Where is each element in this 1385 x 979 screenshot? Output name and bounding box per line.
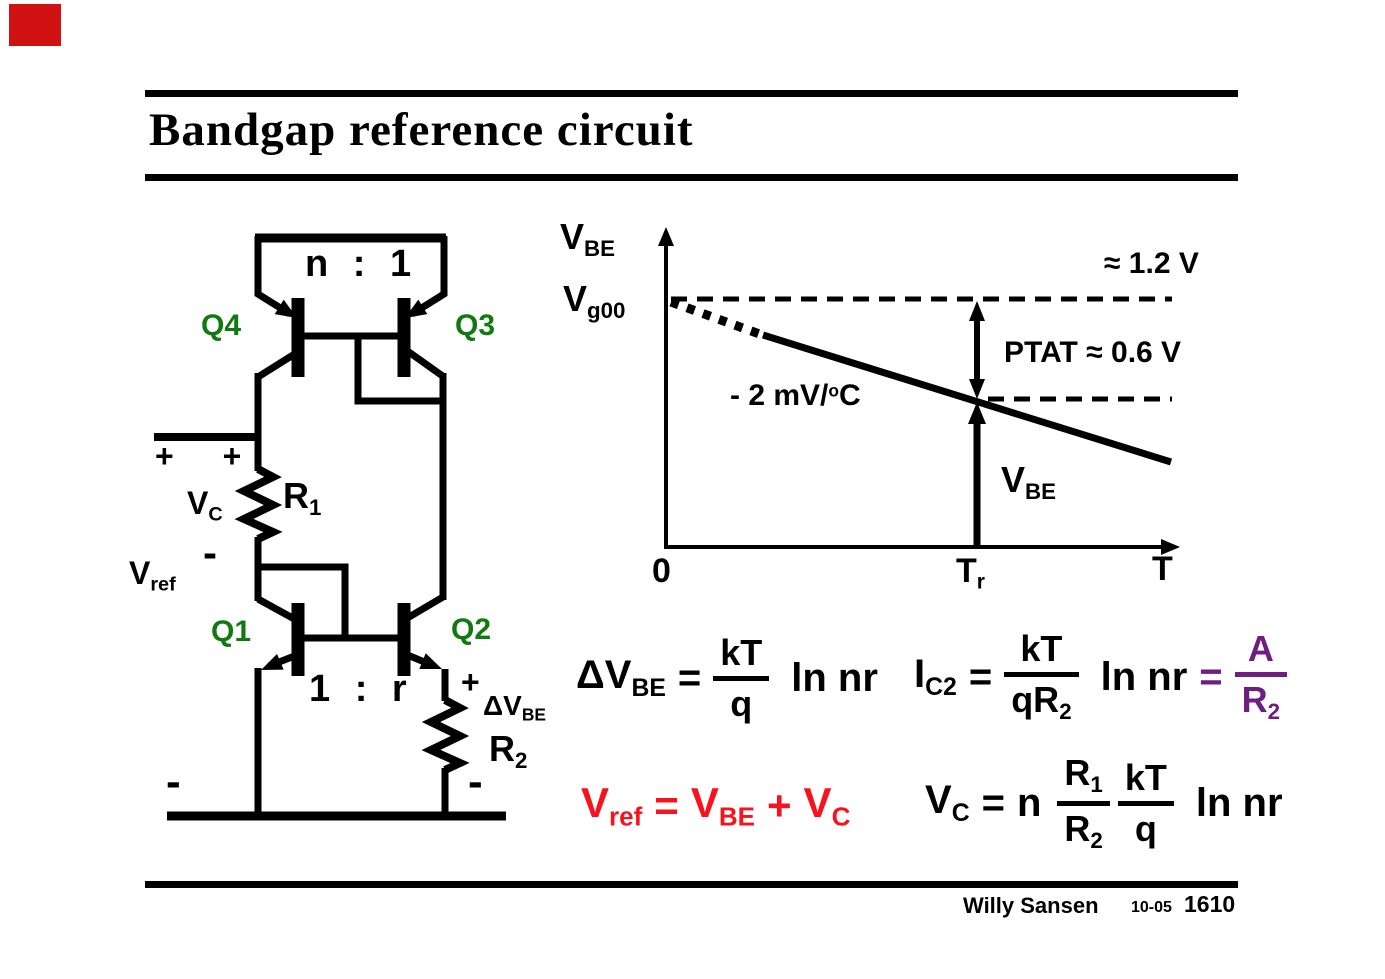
ptat-arrow-bottom <box>969 379 985 399</box>
delta-vbe-plus-sign: + <box>461 664 480 700</box>
circuit-diagram <box>154 233 506 821</box>
r1-label: R1 <box>283 475 322 521</box>
eq3-term2: VC <box>803 779 851 832</box>
q3-emitter-arrow <box>405 299 428 318</box>
eq2-fraction: kT qR2 <box>1004 628 1079 725</box>
eq4-equals: = <box>981 781 1005 825</box>
eq4-fracA-num: R1 <box>1064 751 1103 798</box>
ground-minus-right: - <box>468 757 483 806</box>
q3-label: Q3 <box>455 309 496 342</box>
equation-ic2: IC2 = kT qR2 ln nr = A R2 <box>914 618 1288 736</box>
y-axis-arrow <box>658 227 674 246</box>
ground-minus-left: - <box>166 757 181 806</box>
title-rule-bottom <box>145 174 1238 181</box>
plus-plus-label: + + <box>155 438 262 474</box>
vc-minus-sign: - <box>203 529 217 576</box>
resistor-r1-zigzag <box>234 465 283 543</box>
eq2-lhs: IC2 <box>914 651 957 701</box>
x-tick-origin: 0 <box>652 552 671 590</box>
q2-emitter-arrow <box>419 653 442 670</box>
eq1-frac-bar <box>713 675 770 681</box>
graph-y-axis-label: VBE <box>560 216 616 262</box>
extrapolation-dotted-line <box>669 297 767 341</box>
level-1p2v-label: ≈ 1.2 V <box>1104 247 1199 280</box>
base-collector-tie-wire <box>354 336 441 405</box>
eq1-frac-num: kT <box>720 631 763 673</box>
eq2-equals: = <box>968 655 993 699</box>
eq4-fracB-num: kT <box>1124 756 1167 798</box>
footer-slide-number: 1610 <box>1184 891 1236 917</box>
footer-date-code: 10-05 <box>1131 899 1172 916</box>
eq4-fraction-r: R1 R2 <box>1057 751 1110 853</box>
eq2-frac2-num: A <box>1247 628 1274 670</box>
vbe-arrow-label: VBE <box>1001 459 1057 505</box>
vref-label: Vref <box>129 555 176 596</box>
q2-label: Q2 <box>451 613 492 646</box>
eq2-frac2-bar <box>1234 672 1288 678</box>
slope-label: - 2 mV/oC <box>730 379 861 412</box>
base-branch-wire <box>258 563 349 640</box>
eq4-fracB-bar <box>1117 800 1174 806</box>
eq4-coeff: n <box>1016 781 1042 825</box>
eq1-lhs: ΔVBE <box>576 652 666 702</box>
eq1-tail: ln nr <box>791 656 878 700</box>
equation-vref: Vref = VBE + VC <box>581 779 851 832</box>
eq4-fracA-bar <box>1057 800 1110 806</box>
eq4-fracA-den: R2 <box>1064 807 1103 853</box>
delta-vbe-label: ΔVBE <box>483 690 546 725</box>
eq1-equals: = <box>677 656 702 700</box>
q4-collector-wire <box>256 347 303 380</box>
mirror-ratio-top-label: n : 1 <box>305 243 416 285</box>
eq2-frac2-den: R2 <box>1241 679 1281 725</box>
vbe-temperature-graph <box>658 227 1180 555</box>
eq1-frac-den: q <box>730 682 753 724</box>
ptat-arrow-top <box>969 301 985 321</box>
eq3-lhs: Vref <box>581 779 643 832</box>
corner-marker <box>9 4 61 46</box>
r2-label: R2 <box>489 728 528 774</box>
eq4-fracB-den: q <box>1134 807 1157 849</box>
eq3-plus: + <box>767 781 792 829</box>
footer-rule <box>145 881 1238 888</box>
equation-delta-vbe: ΔVBE = kT q ln nr <box>576 626 878 730</box>
eq4-fraction-kt: kT q <box>1117 756 1174 849</box>
eq2-mid: ln nr <box>1100 655 1188 699</box>
q4-emitter-arrow <box>274 299 297 318</box>
eq4-lhs: VC <box>925 777 970 827</box>
eq2-fraction-2: A R2 <box>1234 628 1288 725</box>
eq2-frac-num: kT <box>1020 628 1063 670</box>
eq3-term1: VBE <box>690 779 756 832</box>
q1-collector-wire <box>256 595 300 625</box>
x-tick-t: T <box>1152 550 1173 588</box>
eq1-fraction: kT q <box>713 631 770 724</box>
x-axis-arrow <box>1161 539 1180 555</box>
resistor-r2-zigzag <box>421 696 470 774</box>
equation-vc: VC = n R1 R2 kT q ln nr <box>925 748 1283 858</box>
footer-author: Willy Sansen <box>963 893 1099 918</box>
vg00-label: Vg00 <box>563 278 626 324</box>
mirror-ratio-bottom-label: 1 : r <box>309 668 411 710</box>
vbe-up-arrowhead <box>968 402 986 424</box>
eq3-equals: = <box>654 781 679 829</box>
ptat-label: PTAT ≈ 0.6 V <box>1004 336 1182 369</box>
q2-collector-wire <box>402 593 445 624</box>
vc-label: VC <box>187 485 223 526</box>
q1-label: Q1 <box>211 615 252 648</box>
q4-label: Q4 <box>201 309 242 342</box>
eq2-equals-2: = <box>1199 655 1223 699</box>
q3-collector-wire <box>403 347 447 380</box>
q1-emitter-arrow <box>261 653 284 670</box>
x-tick-tr: Tr <box>956 552 985 594</box>
vbe-solid-line <box>761 331 1173 466</box>
title-rule-top <box>145 90 1238 97</box>
eq2-frac-bar <box>1004 672 1079 678</box>
eq4-tail: ln nr <box>1195 781 1283 825</box>
eq2-frac-den: qR2 <box>1011 679 1072 725</box>
page-title: Bandgap reference circuit <box>149 104 694 156</box>
